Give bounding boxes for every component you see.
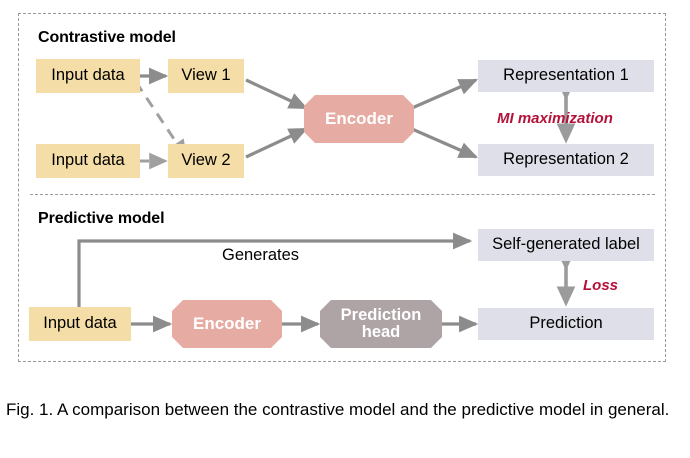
generates-label: Generates <box>222 246 300 264</box>
figure-caption: Fig. 1. A comparison between the contras… <box>6 400 670 419</box>
predictive-encoder[interactable]: Encoder <box>172 300 282 348</box>
contrastive-representation-1[interactable]: Representation 1 <box>478 60 654 92</box>
predictive-section-title: Predictive model <box>38 210 165 227</box>
loss-label: Loss <box>583 277 619 294</box>
contrastive-representation-2[interactable]: Representation 2 <box>478 144 654 176</box>
predictive-self-generated-label[interactable]: Self-generated label <box>478 229 654 261</box>
contrastive-view-2[interactable]: View 2 <box>168 144 244 178</box>
diagram-outer-frame <box>18 13 666 362</box>
prediction-head-line-2: head <box>361 323 401 341</box>
section-divider <box>30 194 655 195</box>
prediction-head-line-1: Prediction <box>340 305 422 324</box>
predictive-prediction[interactable]: Prediction <box>478 308 654 340</box>
contrastive-encoder[interactable]: Encoder <box>304 95 414 143</box>
predictive-input-data[interactable]: Input data <box>29 307 131 341</box>
contrastive-section-title: Contrastive model <box>38 29 176 46</box>
contrastive-input-data-bottom[interactable]: Input data <box>36 144 140 178</box>
mi-maximization-label: MI maximization <box>497 110 613 127</box>
predictive-prediction-head[interactable]: Prediction head <box>320 300 442 348</box>
contrastive-input-data-top[interactable]: Input data <box>36 59 140 93</box>
contrastive-view-1[interactable]: View 1 <box>168 59 244 93</box>
